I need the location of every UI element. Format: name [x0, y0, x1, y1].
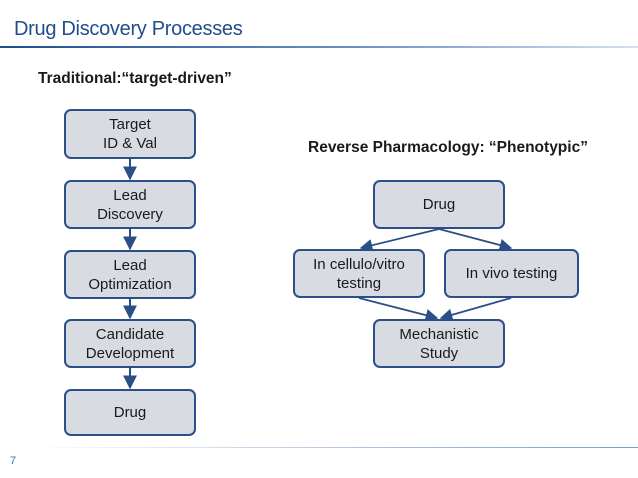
node-in-vivo-testing: In vivo testing: [444, 249, 579, 298]
arrow-drug-to-in-cellulo: [359, 228, 440, 252]
slide-title: Drug Discovery Processes: [14, 18, 243, 40]
arrow-in-vivo-to-mechanistic: [439, 297, 512, 321]
traditional-heading: Traditional:“target-driven”: [38, 70, 232, 87]
step-target-id-val: Target ID & Val: [64, 109, 196, 159]
step-drug: Drug: [64, 389, 196, 436]
page-number: 7: [10, 455, 17, 467]
reverse-heading: Reverse Pharmacology: “Phenotypic”: [308, 139, 588, 156]
node-drug: Drug: [373, 180, 505, 229]
arrow-in-cellulo-to-mechanistic: [358, 297, 439, 322]
title-rule: [0, 46, 638, 48]
arrow-drug-to-in-vivo: [438, 228, 513, 252]
step-lead-discovery: Lead Discovery: [64, 180, 196, 229]
node-mechanistic-study: Mechanistic Study: [373, 319, 505, 368]
node-in-cellulo-vitro-testing: In cellulo/vitro testing: [293, 249, 425, 298]
footer-rule: [30, 447, 638, 448]
step-candidate-development: Candidate Development: [64, 319, 196, 368]
step-lead-optimization: Lead Optimization: [64, 250, 196, 299]
